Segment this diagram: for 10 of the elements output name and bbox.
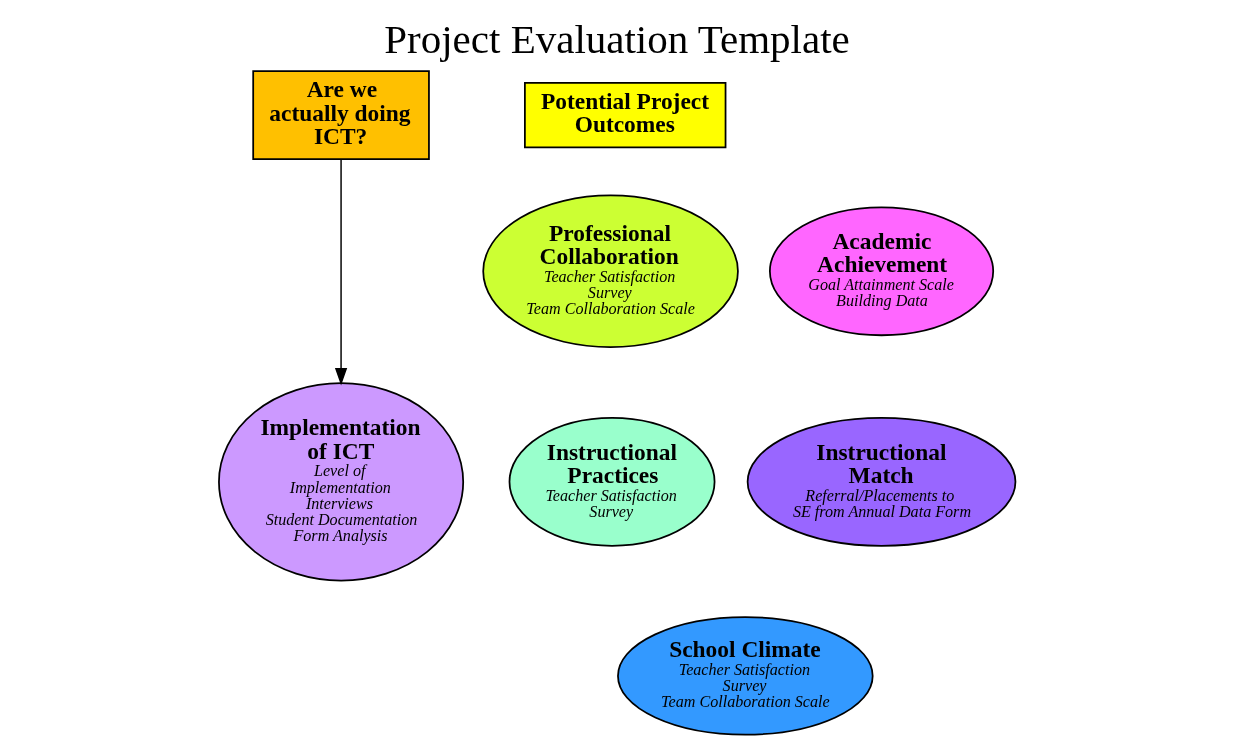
- diagram-title: Project Evaluation Template: [384, 15, 850, 62]
- node-ellipse: Academic Achievement Goal Attainment Scale Building Data: [769, 206, 995, 337]
- node-box: Are we actually doing ICT?: [252, 70, 430, 160]
- node-ellipse: Instructional Match Referral/Placements to SE from Annual Data Form: [746, 417, 1017, 547]
- node-ellipse: Professional Collaboration Teacher Satisfaction Survey Team Collaboration Scale: [482, 194, 739, 348]
- node-ellipse: Instructional Practices Teacher Satisfaction Survey: [508, 417, 716, 547]
- node-ellipse: Implementation of ICT Level of Implementation Interviews Student Documentation Form Analysis: [218, 382, 465, 582]
- node-box: Potential Project Outcomes: [524, 82, 727, 149]
- node-ellipse: School Climate Teacher Satisfaction Survey Team Collaboration Scale: [617, 616, 874, 736]
- arrow: [334, 159, 348, 386]
